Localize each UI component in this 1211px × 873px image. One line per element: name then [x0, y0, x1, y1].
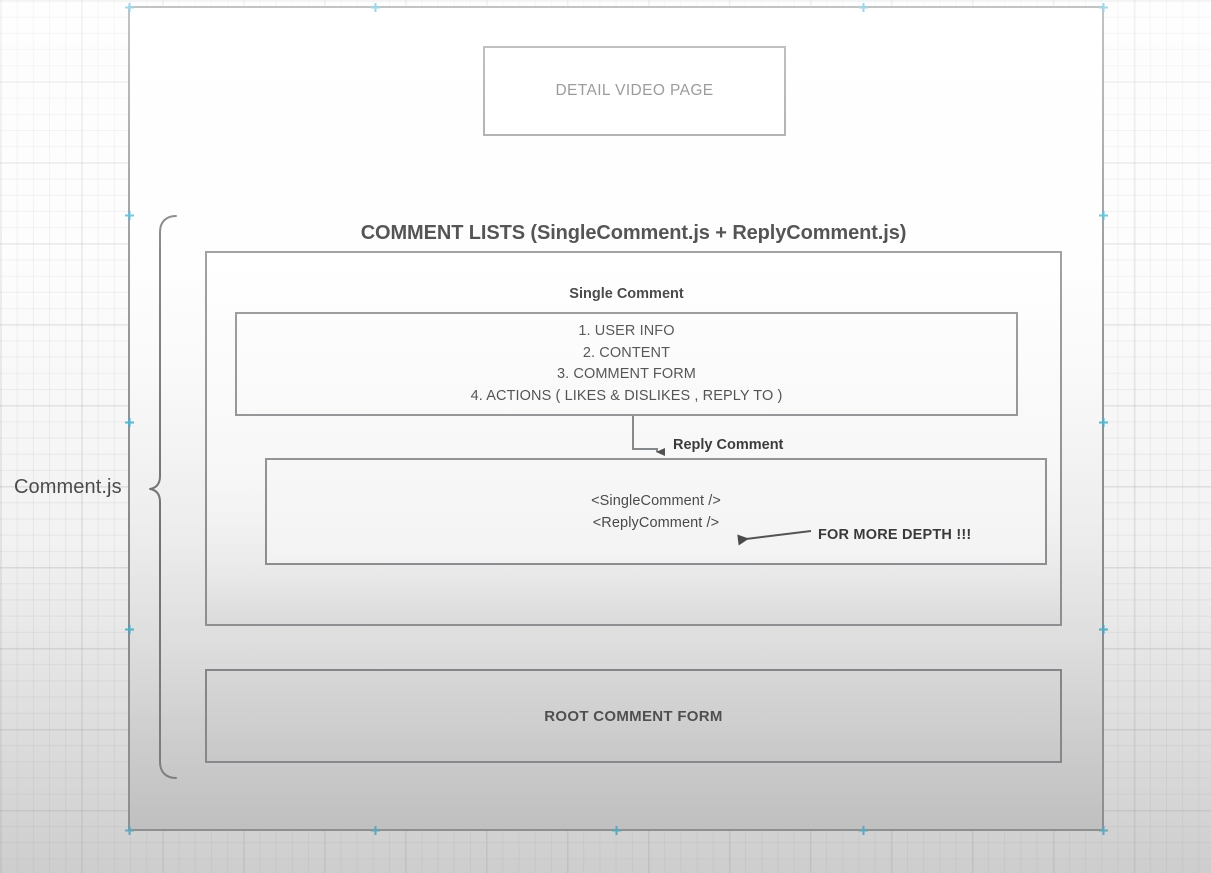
root-comment-form-box[interactable]: ROOT COMMENT FORM	[205, 669, 1062, 763]
resize-handle-bottom-2[interactable]	[611, 825, 621, 835]
comment-lists-heading: COMMENT LISTS (SingleComment.js + ReplyC…	[360, 222, 907, 244]
single-comment-box[interactable]: 1. USER INFO 2. CONTENT 3. COMMENT FORM …	[235, 312, 1018, 416]
resize-handle-left-1[interactable]	[124, 210, 134, 220]
resize-handle-right-3[interactable]	[1098, 624, 1108, 634]
resize-handle-left-3[interactable]	[124, 624, 134, 634]
resize-handle-top-right[interactable]	[1098, 2, 1108, 12]
resize-handle-top-2[interactable]	[858, 2, 868, 12]
resize-handle-left-2[interactable]	[124, 417, 134, 427]
root-comment-form-label: ROOT COMMENT FORM	[544, 707, 723, 725]
detail-video-page-box[interactable]: DETAIL VIDEO PAGE	[483, 46, 786, 136]
single-comment-item-1: 1. USER INFO	[578, 323, 675, 339]
single-comment-heading: Single Comment	[569, 286, 684, 302]
resize-handle-bottom-3[interactable]	[858, 825, 868, 835]
resize-handle-bottom-left[interactable]	[124, 825, 134, 835]
reply-comment-box[interactable]: <SingleComment /> <ReplyComment />	[265, 458, 1047, 565]
reply-comment-tag-reply: <ReplyComment />	[592, 514, 720, 531]
resize-handle-right-2[interactable]	[1098, 417, 1108, 427]
reply-comment-heading: Reply Comment	[673, 437, 784, 453]
resize-handle-right-1[interactable]	[1098, 210, 1108, 220]
single-comment-item-4: 4. ACTIONS ( LIKES & DISLIKES , REPLY TO…	[470, 387, 783, 404]
resize-handle-top-1[interactable]	[370, 2, 380, 12]
single-comment-item-3: 3. COMMENT FORM	[557, 366, 696, 382]
single-comment-item-2: 2. CONTENT	[582, 344, 671, 361]
reply-comment-tag-single: <SingleComment />	[591, 492, 721, 509]
resize-handle-bottom-1[interactable]	[370, 825, 380, 835]
comment-lists-box[interactable]	[205, 251, 1062, 626]
for-more-depth-annotation: FOR MORE DEPTH !!!	[818, 527, 972, 543]
resize-handle-top-left[interactable]	[124, 2, 134, 12]
detail-video-page-label: DETAIL VIDEO PAGE	[555, 82, 714, 99]
resize-handle-bottom-right[interactable]	[1098, 825, 1108, 835]
comment-js-label: Comment.js	[14, 476, 122, 498]
